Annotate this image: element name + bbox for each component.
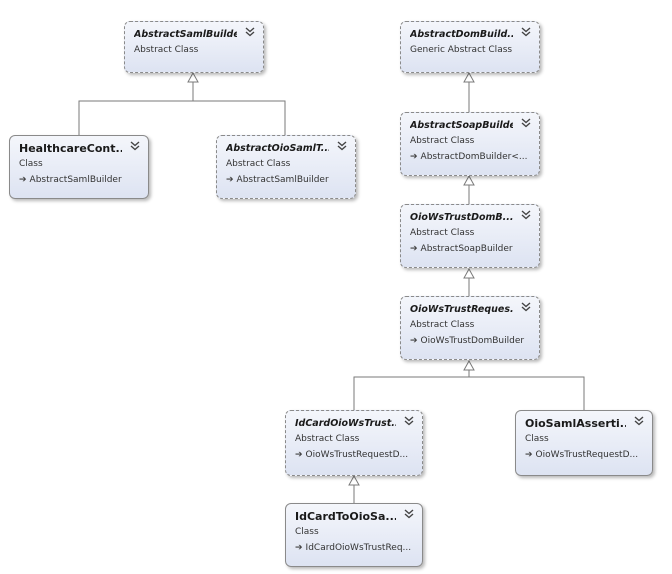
class-box-oiowstrustrequest[interactable]: OioWsTrustReques... Abstract Class ➔OioW… bbox=[400, 296, 540, 360]
class-box-abstractsamlbuilder[interactable]: AbstractSamlBuilder Abstract Class bbox=[124, 21, 264, 73]
base-class: ➔AbstractSamlBuilder bbox=[226, 175, 329, 185]
double-chevron-down-icon[interactable] bbox=[244, 26, 256, 38]
base-class: ➔AbstractDomBuilder<... bbox=[410, 152, 528, 162]
base-class: ➔OioWsTrustRequestD... bbox=[525, 450, 639, 460]
double-chevron-down-icon[interactable] bbox=[336, 140, 348, 152]
class-kind: Generic Abstract Class bbox=[410, 45, 513, 55]
arrowhead-oiowstrustrequest bbox=[463, 359, 475, 371]
base-class: ➔OioWsTrustRequestD... bbox=[295, 450, 409, 460]
arrowhead-abstractsoapbuilder bbox=[463, 174, 475, 186]
arrowhead-oiowstrustdombuilder bbox=[463, 267, 475, 279]
arrow-right-icon: ➔ bbox=[295, 450, 303, 460]
double-chevron-down-icon[interactable] bbox=[633, 415, 645, 427]
class-name: IdCardToOioSa... bbox=[295, 510, 396, 523]
arrowhead-idcardoiowstrust bbox=[348, 474, 360, 486]
base-class: ➔AbstractSamlBuilder bbox=[19, 175, 122, 185]
double-chevron-down-icon[interactable] bbox=[520, 117, 532, 129]
class-name: AbstractSamlBuilder bbox=[134, 29, 237, 40]
class-kind: Abstract Class bbox=[295, 434, 360, 444]
class-name: AbstractOioSamlT... bbox=[226, 143, 329, 154]
class-kind: Abstract Class bbox=[410, 320, 475, 330]
arrow-right-icon: ➔ bbox=[410, 152, 418, 162]
arrow-right-icon: ➔ bbox=[295, 543, 303, 553]
base-class: ➔OioWsTrustDomBuilder bbox=[410, 336, 525, 346]
class-kind: Class bbox=[19, 159, 43, 169]
arrow-right-icon: ➔ bbox=[226, 175, 234, 185]
double-chevron-down-icon[interactable] bbox=[520, 209, 532, 221]
edge-healthcare-to-abstractsamlbuilder bbox=[78, 82, 194, 135]
class-kind: Abstract Class bbox=[134, 45, 199, 55]
class-name: OioWsTrustDomB... bbox=[410, 212, 513, 223]
edge-oiosamlassert-to-request bbox=[469, 376, 585, 410]
double-chevron-down-icon[interactable] bbox=[520, 26, 532, 38]
base-class: ➔IdCardOioWsTrustReq... bbox=[295, 543, 412, 553]
class-name: OioSamlAsserti... bbox=[525, 417, 626, 430]
double-chevron-down-icon[interactable] bbox=[403, 415, 415, 427]
class-kind: Class bbox=[295, 527, 319, 537]
class-name: AbstractSoapBuilder bbox=[410, 120, 513, 131]
class-name: IdCardOioWsTrust... bbox=[295, 418, 396, 429]
arrowhead-abstractdombuilder bbox=[463, 71, 475, 83]
double-chevron-down-icon[interactable] bbox=[129, 140, 141, 152]
class-name: AbstractDomBuild... bbox=[410, 29, 513, 40]
arrow-right-icon: ➔ bbox=[410, 336, 418, 346]
class-box-oiowstrustdombuilder[interactable]: OioWsTrustDomB... Abstract Class ➔Abstra… bbox=[400, 204, 540, 268]
class-kind: Abstract Class bbox=[410, 228, 475, 238]
class-kind: Class bbox=[525, 434, 549, 444]
class-box-idcardoiowstrust[interactable]: IdCardOioWsTrust... Abstract Class ➔OioW… bbox=[285, 410, 423, 476]
edge-idcardoio-to-request bbox=[353, 370, 470, 410]
double-chevron-down-icon[interactable] bbox=[403, 508, 415, 520]
base-class: ➔AbstractSoapBuilder bbox=[410, 244, 513, 254]
class-kind: Abstract Class bbox=[226, 159, 291, 169]
class-box-oiosamlassertion[interactable]: OioSamlAsserti... Class ➔OioWsTrustReque… bbox=[515, 410, 653, 476]
class-box-abstractsoapbuilder[interactable]: AbstractSoapBuilder Abstract Class ➔Abst… bbox=[400, 112, 540, 176]
class-name: HealthcareCont... bbox=[19, 142, 122, 155]
class-kind: Abstract Class bbox=[410, 136, 475, 146]
class-name: OioWsTrustReques... bbox=[410, 304, 513, 315]
class-box-abstractdombuilder[interactable]: AbstractDomBuild... Generic Abstract Cla… bbox=[400, 21, 540, 73]
arrow-right-icon: ➔ bbox=[410, 244, 418, 254]
edge-abstractoiosaml-to-abstractsamlbuilder bbox=[193, 100, 286, 135]
double-chevron-down-icon[interactable] bbox=[520, 301, 532, 313]
arrow-right-icon: ➔ bbox=[19, 175, 27, 185]
arrow-right-icon: ➔ bbox=[525, 450, 533, 460]
class-box-abstractoiosaml[interactable]: AbstractOioSamlT... Abstract Class ➔Abst… bbox=[216, 135, 356, 199]
class-box-idcardtooiosaml[interactable]: IdCardToOioSa... Class ➔IdCardOioWsTrust… bbox=[285, 503, 423, 567]
arrowhead-abstractsamlbuilder bbox=[187, 71, 199, 83]
class-box-healthcarecont[interactable]: HealthcareCont... Class ➔AbstractSamlBui… bbox=[9, 135, 149, 199]
